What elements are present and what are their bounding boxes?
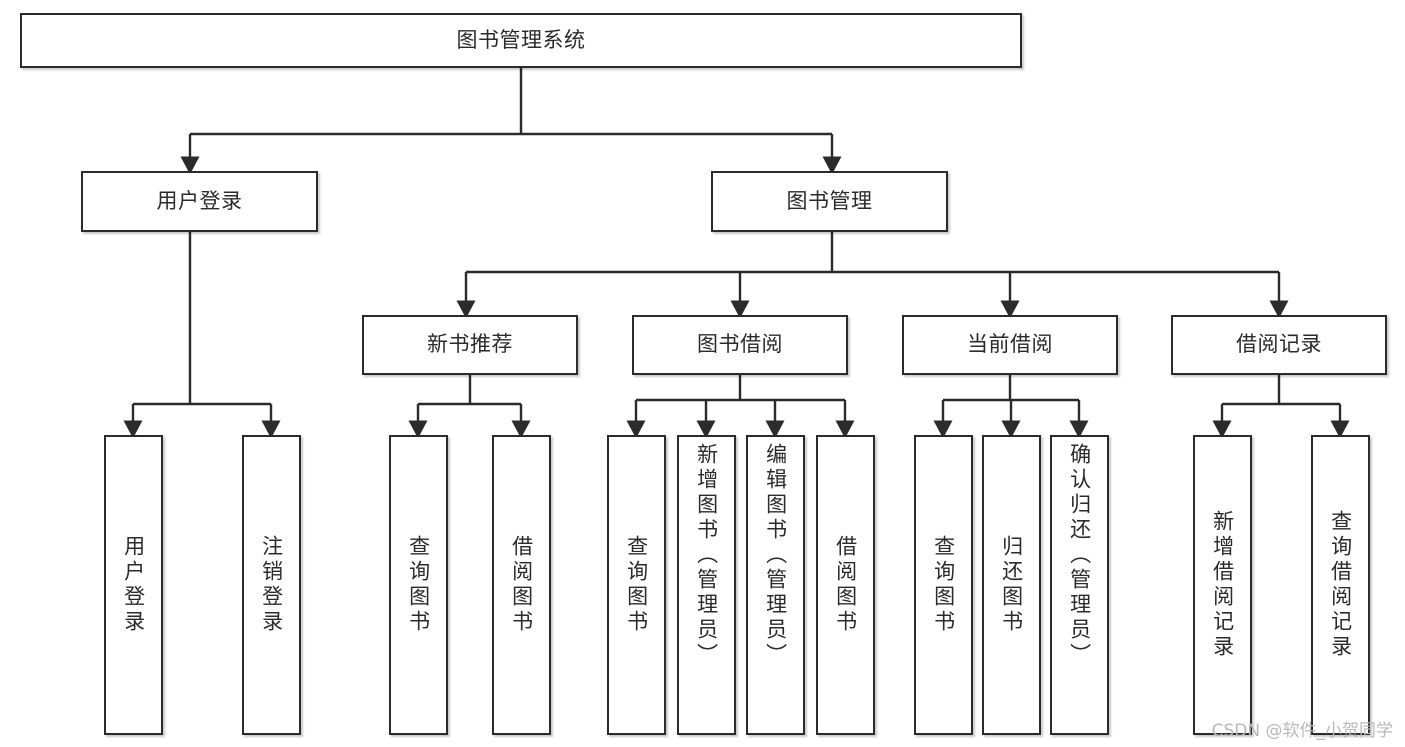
node-label: 用户登录 — [156, 188, 243, 213]
leaf-borrow-record-query-record[interactable]: 查询借阅记录 — [1311, 435, 1370, 735]
node-root-book-management-system[interactable]: 图书管理系统 — [20, 13, 1022, 68]
node-label: 新书推荐 — [427, 332, 513, 357]
node-label: 新增图书（管理员） — [694, 443, 719, 668]
node-label: 图书管理 — [786, 188, 873, 213]
node-label: 查询图书 — [931, 535, 956, 635]
leaf-current-borrow-return-books[interactable]: 归还图书 — [982, 435, 1041, 735]
node-label: 借阅图书 — [833, 535, 858, 635]
node-new-book-recommend[interactable]: 新书推荐 — [362, 315, 578, 375]
node-borrow-record[interactable]: 借阅记录 — [1171, 315, 1387, 375]
node-book-management[interactable]: 图书管理 — [711, 171, 948, 232]
leaf-new-book-borrow-books[interactable]: 借阅图书 — [492, 435, 551, 735]
leaf-current-borrow-query-books[interactable]: 查询图书 — [914, 435, 973, 735]
node-label: 新增借阅记录 — [1210, 510, 1235, 660]
leaf-book-borrow-query-books[interactable]: 查询图书 — [607, 435, 666, 735]
node-label: 借阅记录 — [1236, 332, 1322, 357]
leaf-book-borrow-edit-book-admin[interactable]: 编辑图书（管理员） — [746, 435, 805, 735]
node-current-borrow[interactable]: 当前借阅 — [902, 315, 1118, 375]
leaf-current-borrow-confirm-return-admin[interactable]: 确认归还（管理员） — [1050, 435, 1109, 735]
node-label: 查询图书 — [406, 535, 431, 635]
node-label: 注销登录 — [259, 535, 284, 635]
node-label: 查询借阅记录 — [1328, 510, 1353, 660]
leaf-borrow-record-add-record[interactable]: 新增借阅记录 — [1193, 435, 1252, 735]
leaf-user-login-logout[interactable]: 注销登录 — [242, 435, 301, 735]
node-label: 借阅图书 — [509, 535, 534, 635]
csdn-watermark: CSDN @软件_小贺同学 — [1211, 721, 1393, 741]
leaf-book-borrow-borrow-books[interactable]: 借阅图书 — [816, 435, 875, 735]
node-label: 编辑图书（管理员） — [763, 443, 788, 668]
node-label: 确认归还（管理员） — [1067, 443, 1092, 668]
node-book-borrow[interactable]: 图书借阅 — [632, 315, 848, 375]
node-label: 查询图书 — [624, 535, 649, 635]
node-user-login[interactable]: 用户登录 — [81, 171, 318, 232]
node-label: 归还图书 — [999, 535, 1024, 635]
leaf-new-book-query-books[interactable]: 查询图书 — [389, 435, 448, 735]
leaf-user-login-login[interactable]: 用户登录 — [104, 435, 163, 735]
node-label: 图书借阅 — [697, 332, 783, 357]
node-label: 图书管理系统 — [456, 27, 586, 52]
leaf-book-borrow-add-book-admin[interactable]: 新增图书（管理员） — [677, 435, 736, 735]
node-label: 用户登录 — [121, 535, 146, 635]
node-label: 当前借阅 — [967, 332, 1053, 357]
